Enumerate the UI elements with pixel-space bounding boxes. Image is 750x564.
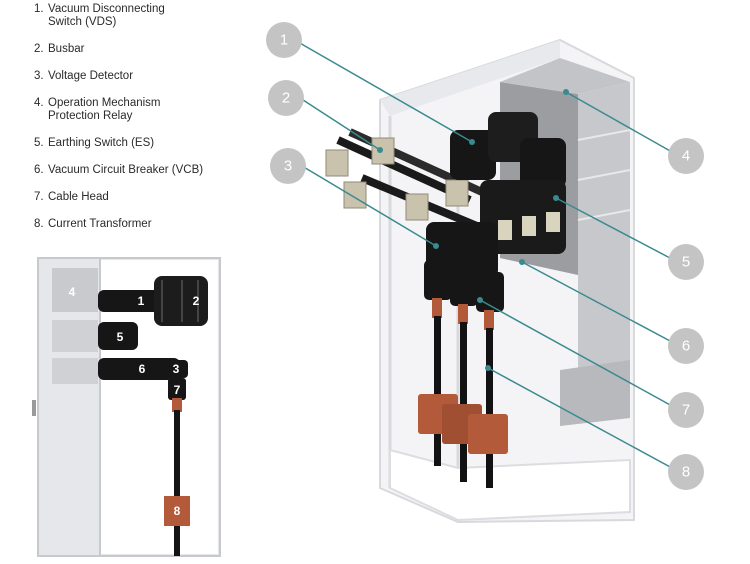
legend-item-1: 1.Vacuum Disconnecting Switch (VDS)	[34, 3, 165, 28]
legend-item-7: 7.Cable Head	[34, 191, 109, 203]
voltage-detector-body	[164, 360, 188, 378]
current-transformer-body	[164, 496, 190, 526]
callout-4: 4	[668, 138, 704, 174]
callout-5: 5	[668, 244, 704, 280]
relay-panel	[52, 268, 98, 312]
svg-text:5: 5	[682, 254, 690, 271]
schematic-label-1: 1	[138, 294, 145, 308]
vcb-body	[98, 358, 180, 380]
callout-7: 7	[668, 392, 704, 428]
schematic-label-4: 4	[69, 285, 76, 299]
svg-text:7: 7	[682, 402, 690, 419]
schematic-label-6: 6	[139, 362, 146, 376]
cable-head-body	[168, 378, 186, 400]
door-hinge	[32, 400, 36, 416]
callout-2: 2	[268, 80, 304, 116]
callout-1: 1	[266, 22, 302, 58]
svg-text:4: 4	[682, 148, 690, 165]
vds-body	[98, 290, 160, 312]
callout-8: 8	[668, 454, 704, 490]
cables	[432, 298, 494, 488]
component-legend: 1.Vacuum Disconnecting Switch (VDS) 2.Bu…	[34, 3, 264, 245]
es-panel	[52, 320, 98, 352]
es-body	[98, 322, 138, 350]
svg-text:2: 2	[282, 90, 290, 107]
callout-6: 6	[668, 328, 704, 364]
legend-item-6: 6.Vacuum Circuit Breaker (VCB)	[34, 164, 204, 176]
svg-text:6: 6	[682, 338, 690, 355]
schematic-label-3: 3	[173, 362, 180, 376]
svg-text:8: 8	[682, 464, 690, 481]
current-transformers	[418, 394, 508, 454]
svg-text:1: 1	[280, 32, 288, 49]
vcb-panel	[52, 358, 98, 384]
callout-3: 3	[270, 148, 306, 184]
switchgear-components	[424, 112, 566, 312]
schematic-label-7: 7	[174, 383, 181, 397]
leader-lines	[297, 41, 673, 469]
schematic-label-5: 5	[117, 330, 124, 344]
svg-text:3: 3	[284, 158, 292, 175]
schematic-label-2: 2	[193, 294, 200, 308]
schematic-label-8: 8	[174, 504, 181, 518]
schematic-cable	[174, 410, 180, 556]
legend-item-3: 3.Voltage Detector	[34, 70, 134, 82]
legend-item-4: 4.Operation Mechanism Protection Relay	[34, 97, 161, 122]
legend-item-8: 8.Current Transformer	[34, 218, 152, 230]
legend-item-5: 5.Earthing Switch (ES)	[34, 137, 155, 149]
legend-item-2: 2.Busbar	[34, 43, 85, 55]
